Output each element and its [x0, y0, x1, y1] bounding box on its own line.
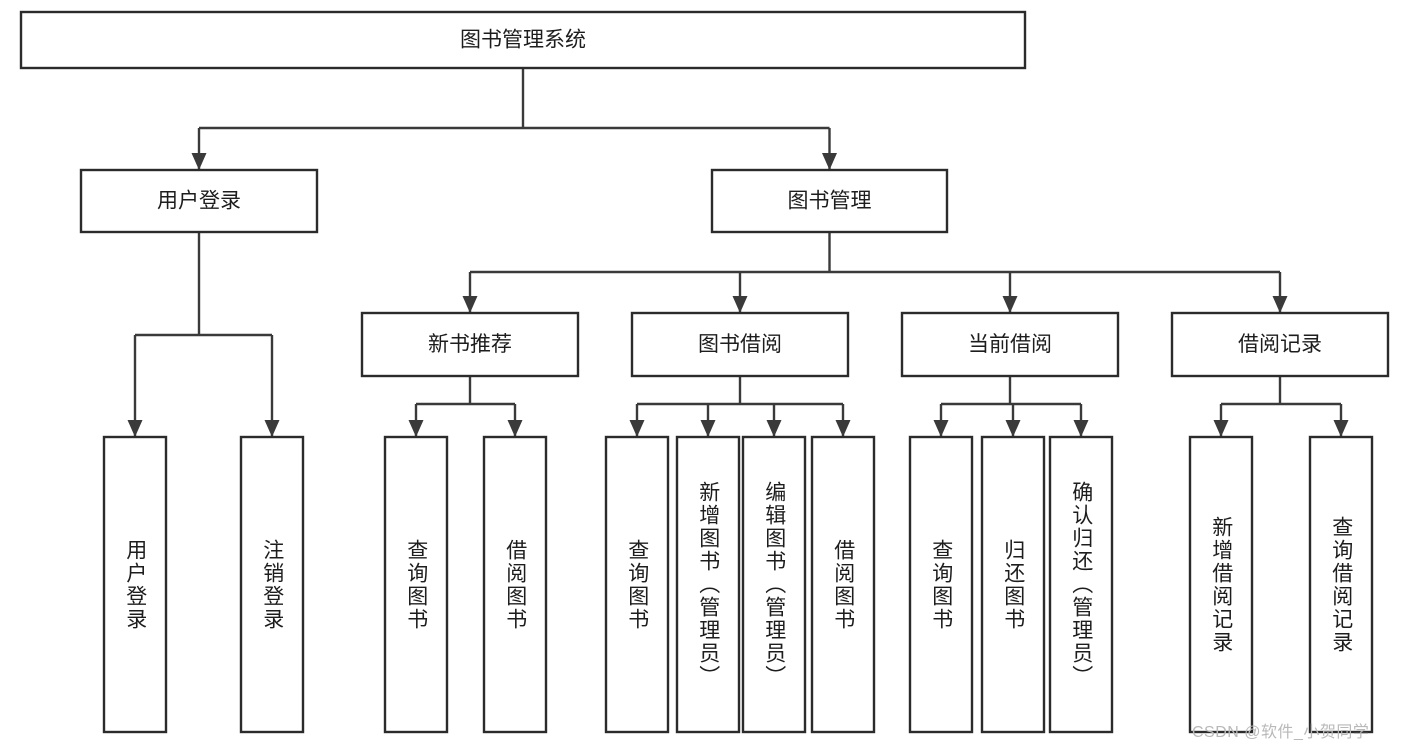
node-box-root[interactable] — [19, 10, 1027, 70]
arrow-head-leaf-user-logout — [264, 420, 280, 437]
node-label-book-manage: 图书管理 — [788, 190, 872, 213]
node-box-borrow-record[interactable] — [1170, 311, 1390, 378]
node-label-book-borrow: 图书借阅 — [698, 333, 782, 356]
node-label-borrow-record: 借阅记录 — [1238, 333, 1322, 356]
node-box-leaf-query-book-2[interactable] — [604, 435, 670, 734]
node-box-book-manage[interactable] — [710, 168, 949, 234]
arrow-head-leaf-user-login — [127, 420, 143, 437]
node-box-new-book-rec[interactable] — [360, 311, 580, 378]
arrow-head-leaf-return-book — [1005, 420, 1021, 437]
arrow-head-book-manage — [822, 153, 837, 170]
arrow-head-leaf-confirm-return — [1073, 420, 1089, 437]
node-label-new-book-rec: 新书推荐 — [428, 333, 512, 356]
node-box-leaf-query-record[interactable] — [1308, 435, 1374, 734]
arrow-head-borrow-record — [1272, 296, 1288, 313]
connector-layer — [127, 68, 1349, 437]
node-box-leaf-query-book-3[interactable] — [908, 435, 974, 734]
node-label-current-borrow: 当前借阅 — [968, 333, 1052, 356]
node-box-leaf-borrow-book-2[interactable] — [810, 435, 876, 734]
arrow-head-leaf-query-book-2 — [629, 420, 645, 437]
arrow-head-new-book-rec — [462, 296, 478, 313]
node-box-leaf-return-book[interactable] — [980, 435, 1046, 734]
node-box-current-borrow[interactable] — [900, 311, 1120, 378]
node-box-book-borrow[interactable] — [630, 311, 850, 378]
arrow-head-leaf-edit-book — [766, 420, 782, 437]
arrow-head-leaf-query-record — [1333, 420, 1349, 437]
arrow-head-leaf-query-book-3 — [933, 420, 949, 437]
node-box-leaf-edit-book[interactable] — [741, 435, 807, 734]
node-box-leaf-borrow-book-1[interactable] — [482, 435, 548, 734]
node-box-leaf-user-logout[interactable] — [239, 435, 305, 734]
arrow-head-leaf-add-record — [1213, 420, 1229, 437]
node-box-user-login[interactable] — [79, 168, 319, 234]
arrow-head-leaf-add-book — [700, 420, 716, 437]
node-box-leaf-query-book-1[interactable] — [383, 435, 449, 734]
arrow-head-leaf-borrow-book-1 — [507, 420, 523, 437]
node-box-leaf-add-book[interactable] — [675, 435, 741, 734]
node-label-root: 图书管理系统 — [460, 29, 586, 52]
node-label-user-login: 用户登录 — [157, 190, 241, 213]
arrow-head-book-borrow — [732, 296, 748, 313]
node-box-leaf-user-login[interactable] — [102, 435, 168, 734]
arrow-head-leaf-query-book-1 — [408, 420, 424, 437]
csdn-watermark: CSDN @软件_小贺同学 — [1192, 724, 1370, 741]
arrow-head-current-borrow — [1002, 296, 1018, 313]
node-box-layer — [19, 10, 1390, 734]
arrow-head-leaf-borrow-book-2 — [835, 420, 851, 437]
arrow-head-user-login — [191, 153, 207, 170]
node-box-leaf-confirm-return[interactable] — [1048, 435, 1114, 734]
node-box-leaf-add-record[interactable] — [1188, 435, 1254, 734]
